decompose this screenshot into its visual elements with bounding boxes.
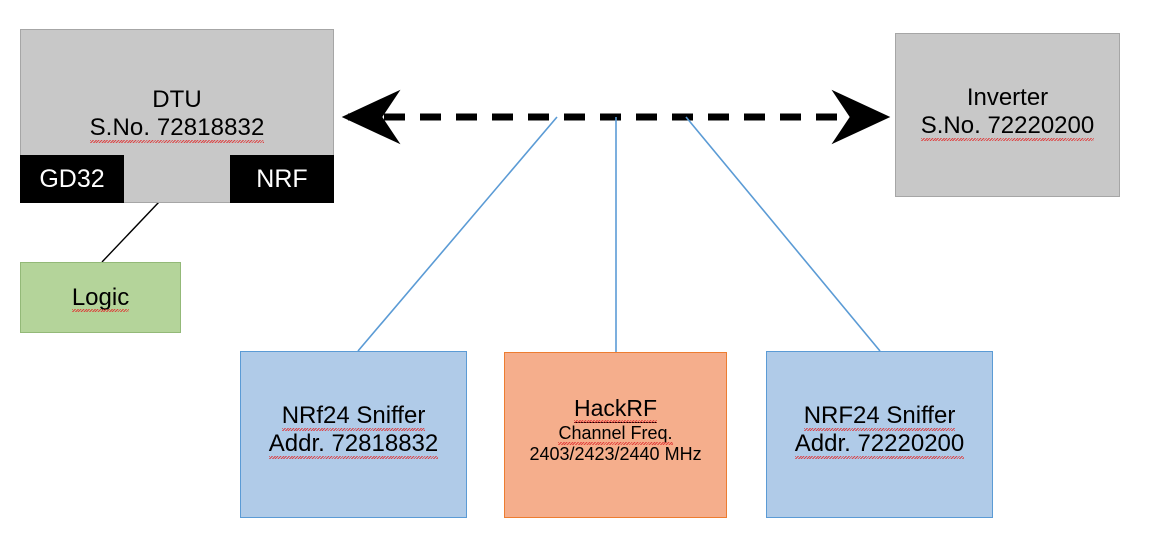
hackrf-frequencies: 2403/2423/2440 MHz (529, 443, 702, 464)
node-nrf[interactable]: NRF (230, 155, 334, 203)
sniffer-right-address: Addr. 72220200 (794, 429, 965, 459)
sniffer-left-title-wrap: NRf24 Sniffer (281, 402, 426, 431)
sniffer-left-address: Addr. 72818832 (268, 429, 439, 459)
hackrf-title-wrap: HackRF (573, 395, 658, 423)
hackrf-subtitle-wrap: Channel Freq. (558, 422, 673, 445)
inverter-serial-text: S.No. 72220200 (920, 111, 1095, 141)
node-logic-analyzer[interactable]: Logic (20, 262, 181, 333)
sniffer-left-title: NRf24 Sniffer (281, 402, 426, 431)
inverter-serial: S.No. 72220200 (920, 111, 1095, 141)
sniffer-left-tap-line (357, 116, 558, 352)
sniffer-right-address-wrap: Addr. 72220200 (794, 429, 965, 459)
node-inverter[interactable]: Inverter S.No. 72220200 (895, 33, 1120, 197)
dtu-serial-text: S.No. 72818832 (89, 113, 265, 143)
logic-label: Logic (71, 283, 130, 313)
node-sniffer-left[interactable]: NRf24 Sniffer Addr. 72818832 (240, 351, 467, 518)
sniffer-right-title: NRF24 Sniffer (803, 402, 956, 431)
node-sniffer-right[interactable]: NRF24 Sniffer Addr. 72220200 (766, 351, 993, 518)
sniffer-left-address-wrap: Addr. 72818832 (268, 429, 439, 459)
node-hackrf[interactable]: HackRF Channel Freq. 2403/2423/2440 MHz (504, 352, 727, 518)
hackrf-subtitle: Channel Freq. (558, 422, 673, 445)
dtu-title: DTU (152, 86, 202, 113)
sniffer-right-title-wrap: NRF24 Sniffer (803, 402, 956, 431)
nrf-label: NRF (256, 164, 308, 193)
gd32-label: GD32 (39, 164, 105, 193)
node-gd32[interactable]: GD32 (20, 155, 124, 203)
logic-label-wrap: Logic (71, 283, 130, 313)
sniffer-right-tap-line (685, 116, 881, 352)
inverter-title: Inverter (966, 84, 1049, 111)
dtu-serial: S.No. 72818832 (89, 113, 265, 143)
hackrf-title: HackRF (573, 395, 658, 423)
